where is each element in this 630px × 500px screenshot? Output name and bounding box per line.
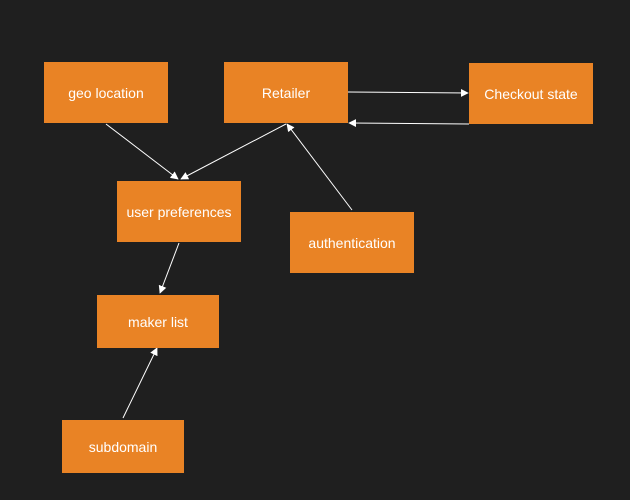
node-maker-list[interactable]: maker list — [97, 295, 219, 348]
node-label: authentication — [308, 234, 396, 251]
edge-subdomain-to-maker-list — [122, 347, 158, 419]
edge-geo-location-to-user-preferences — [105, 123, 179, 180]
node-label: Retailer — [261, 84, 311, 101]
edge-retailer-to-checkout-state — [347, 88, 469, 97]
node-label: geo location — [68, 84, 144, 101]
node-geo-location[interactable]: geo location — [44, 62, 168, 123]
edge-authentication-to-retailer — [286, 123, 353, 211]
node-label: subdomain — [88, 438, 158, 455]
node-user-preferences[interactable]: user preferences — [117, 181, 241, 242]
node-retailer[interactable]: Retailer — [224, 62, 348, 123]
node-label: user preferences — [126, 203, 232, 220]
node-label: Checkout state — [484, 85, 578, 102]
edge-checkout-state-to-retailer — [348, 119, 470, 128]
edge-retailer-to-user-preferences — [180, 123, 287, 180]
edge-user-preferences-to-maker-list — [158, 242, 180, 294]
node-subdomain[interactable]: subdomain — [62, 420, 184, 473]
node-label: maker list — [128, 313, 188, 330]
node-authentication[interactable]: authentication — [290, 212, 414, 273]
node-checkout-state[interactable]: Checkout state — [469, 63, 593, 124]
